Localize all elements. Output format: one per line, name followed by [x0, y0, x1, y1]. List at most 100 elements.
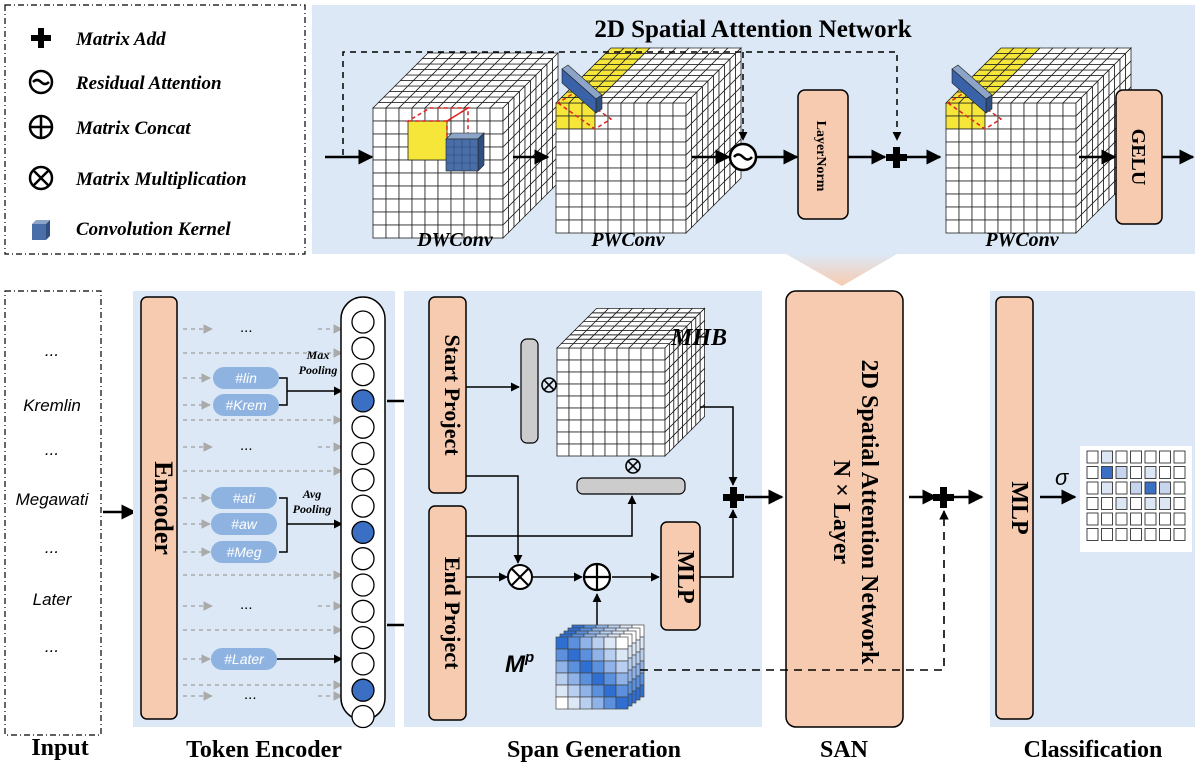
subword-pill-label: #Krem — [225, 397, 267, 413]
subword-pill: #lin — [213, 367, 279, 389]
output-cell — [1173, 497, 1186, 510]
token-circle — [351, 599, 375, 623]
matrix-add-symbol-span — [723, 487, 744, 508]
residual-attention-symbol — [728, 142, 758, 172]
output-cell — [1130, 481, 1142, 495]
legend-label-convolution-kernel: Convolution Kernel — [76, 219, 231, 240]
input-token: Later — [33, 590, 73, 609]
end-project-label: End Project — [440, 557, 465, 670]
pwconv-label-1: PWConv — [590, 229, 665, 251]
output-cell — [1159, 466, 1171, 479]
token-circle — [351, 678, 375, 702]
ellipsis: ... — [240, 437, 253, 454]
output-cell — [1086, 497, 1099, 510]
output-cell — [1115, 512, 1128, 526]
output-cell — [1159, 512, 1171, 526]
legend-label-residual-attention: Residual Attention — [75, 73, 222, 94]
span-generation-label: Span Generation — [507, 737, 681, 763]
avg-pooling-label-1: Avg — [302, 487, 321, 501]
end-vector — [576, 477, 686, 495]
subword-pill: #Meg — [211, 541, 277, 563]
output-cell — [1115, 497, 1128, 510]
encoder-label: Encoder — [149, 461, 178, 555]
encoder-block — [140, 296, 178, 720]
layernorm-label: LayerNorm — [813, 121, 828, 192]
token-circle — [351, 415, 375, 439]
output-cell — [1144, 450, 1157, 464]
subword-pill: #Krem — [213, 394, 279, 416]
pwconv-label-2: PWConv — [984, 229, 1059, 251]
max-pooling-label-2: Pooling — [299, 363, 338, 377]
start-project-label: Start Project — [440, 334, 465, 456]
output-cell — [1101, 512, 1113, 526]
san-line1: N × Layer — [828, 460, 854, 565]
input-token: ... — [45, 637, 59, 656]
ellipsis: ... — [240, 596, 253, 613]
output-cell — [1130, 466, 1142, 479]
matrix-add-symbol-top — [886, 147, 907, 168]
subword-pill-label: #ati — [233, 490, 256, 506]
input-label: Input — [31, 735, 88, 761]
ellipsis: ... — [244, 686, 257, 703]
san-detail-panel: 2D Spatial Attention Network DWConv PWCo… — [312, 5, 1195, 254]
gelu-block — [1115, 89, 1163, 225]
matrix-add-symbol-right — [933, 487, 954, 508]
output-cell — [1130, 497, 1142, 510]
legend-label-matrix-add: Matrix Add — [75, 29, 166, 50]
token-encoder-panel: Encoder ... ... ... — [133, 291, 395, 763]
span-generation-panel: Start Project End Project MHB — [404, 291, 762, 763]
gelu-label: GELU — [1127, 129, 1149, 186]
output-cell — [1144, 497, 1157, 510]
output-cell — [1101, 497, 1113, 510]
output-cell — [1159, 450, 1171, 464]
output-cell — [1159, 481, 1171, 495]
output-cell — [1086, 512, 1099, 526]
sigma-label: σ — [1055, 465, 1069, 490]
output-cell — [1173, 450, 1186, 464]
san-detail-title: 2D Spatial Attention Network — [594, 16, 911, 43]
subword-pill-label: #aw — [231, 516, 258, 532]
input-token: Megawati — [16, 490, 90, 509]
subword-pill-label: #Later — [224, 651, 265, 667]
output-cell — [1173, 481, 1186, 495]
mhb-label: MHB — [670, 325, 727, 351]
pwconv-cube-1 — [555, 47, 742, 234]
output-cell — [1115, 528, 1128, 541]
input-token: ... — [45, 538, 59, 557]
input-panel: ...Kremlin...Megawati...Later... Input — [4, 290, 102, 761]
token-circle — [351, 573, 375, 597]
output-cell — [1101, 450, 1113, 464]
mhb-cube — [556, 307, 706, 457]
output-cell — [1086, 481, 1099, 495]
max-pooling-label-1: Max — [306, 348, 330, 362]
output-cell — [1144, 481, 1157, 495]
token-circle — [351, 389, 375, 413]
minus-circle-icon — [28, 69, 54, 95]
input-token: ... — [45, 440, 59, 459]
output-cell — [1159, 497, 1171, 510]
ellipsis: ... — [240, 319, 253, 336]
residual-skip-line — [342, 51, 902, 155]
output-cell — [1173, 528, 1186, 541]
output-cell — [1144, 512, 1157, 526]
token-circle — [351, 652, 375, 676]
output-cell — [1086, 450, 1099, 464]
legend-label-matrix-multiplication: Matrix Multiplication — [75, 169, 247, 190]
start-vector — [520, 338, 539, 444]
circle-times-icon — [28, 165, 54, 191]
legend-label-matrix-concat: Matrix Concat — [75, 118, 191, 139]
token-encoder-label: Token Encoder — [186, 737, 342, 763]
san-label: SAN — [820, 737, 869, 763]
token-circle — [351, 625, 375, 650]
output-cell — [1101, 481, 1113, 495]
token-circle — [351, 310, 375, 334]
token-circle — [351, 336, 375, 360]
output-matrix — [1086, 450, 1186, 541]
token-circle — [351, 547, 375, 571]
subword-pill: #ati — [211, 487, 277, 509]
output-cell — [1130, 512, 1142, 526]
subword-pill: #Later — [211, 648, 277, 670]
plus-icon — [31, 28, 51, 48]
output-cell — [1115, 466, 1128, 479]
